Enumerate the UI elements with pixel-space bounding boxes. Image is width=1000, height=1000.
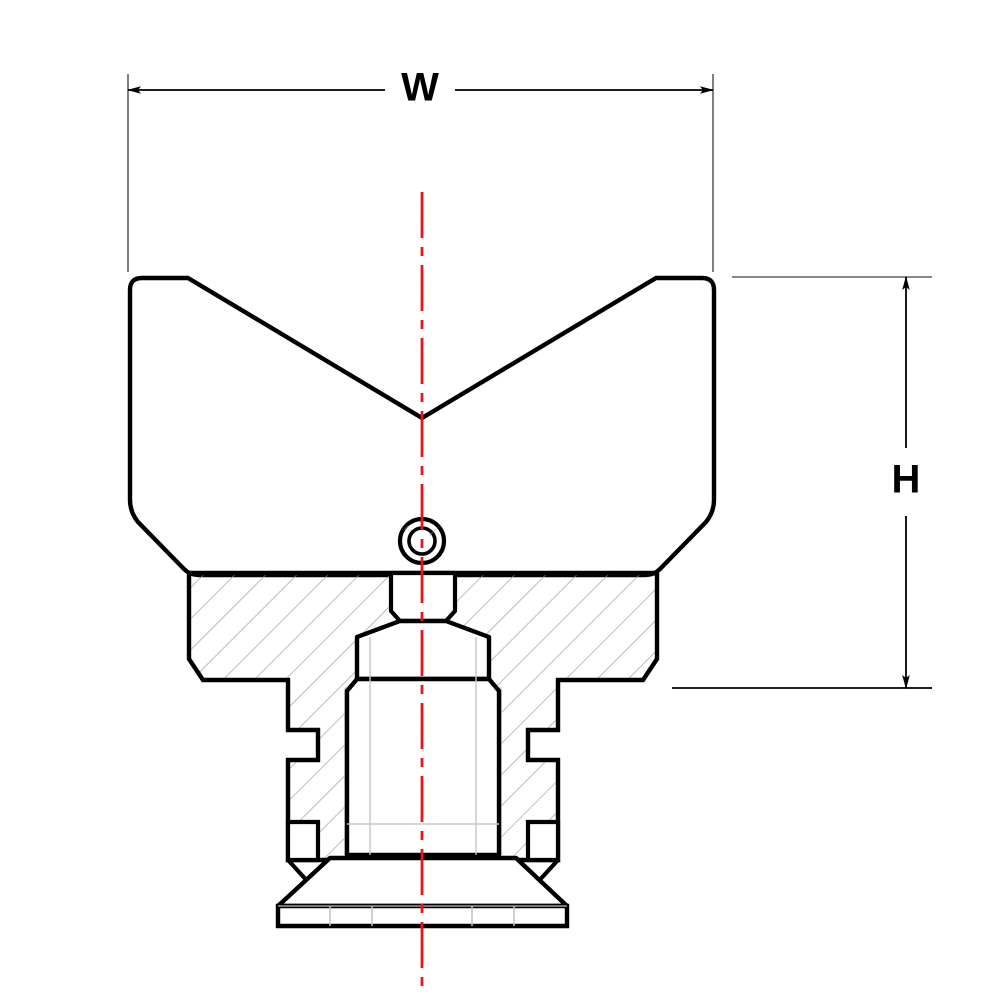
height-dimension: H bbox=[672, 276, 932, 689]
width-dimension-label: W bbox=[401, 66, 439, 110]
width-dimension: W bbox=[127, 66, 714, 272]
height-dimension-label: H bbox=[892, 458, 921, 502]
